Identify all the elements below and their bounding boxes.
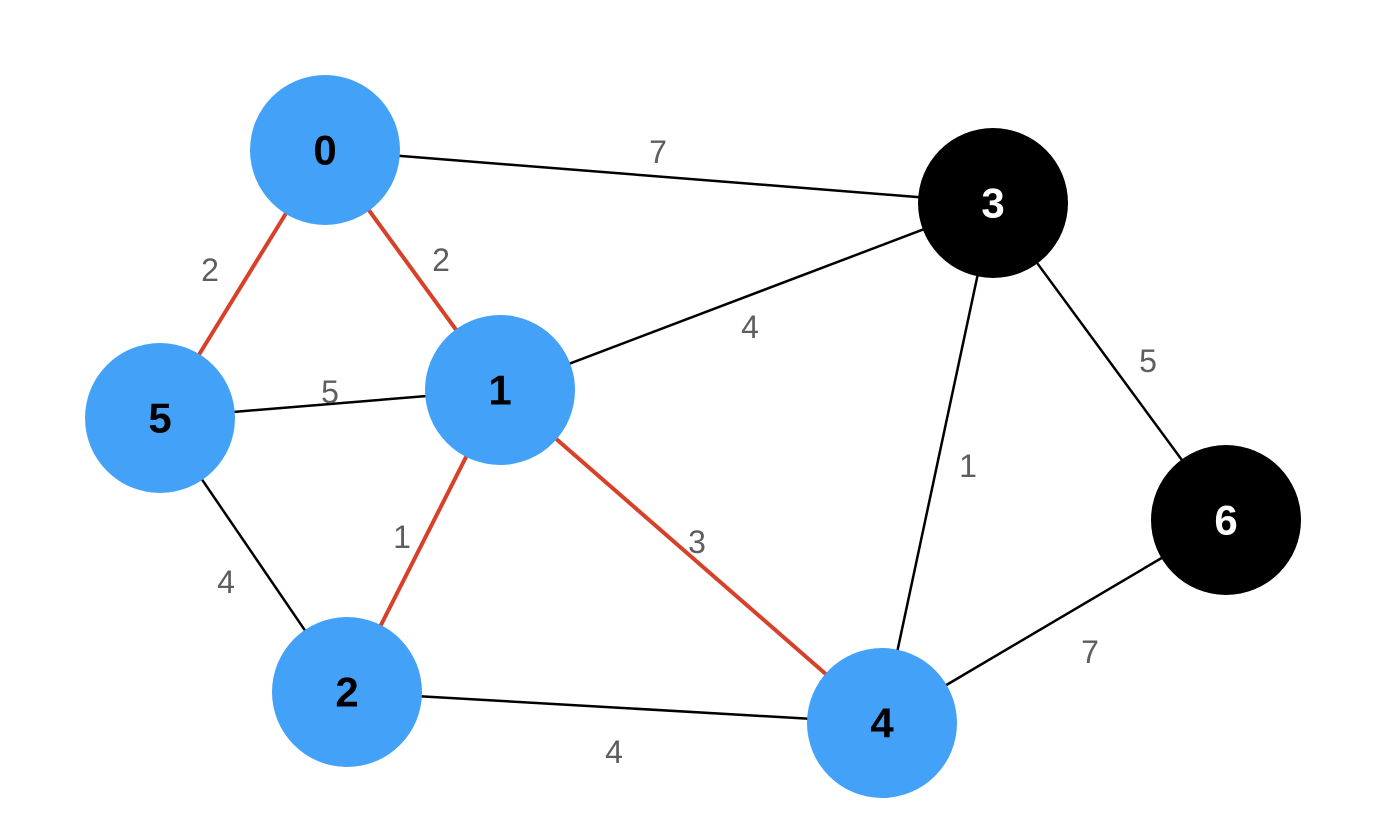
edge-weight-5-1: 5 <box>321 374 339 410</box>
node-3[interactable]: 3 <box>918 128 1068 278</box>
edge-weight-5-2: 4 <box>217 564 235 600</box>
node-5-circle <box>85 343 235 493</box>
edge-1-2-selected <box>378 454 469 628</box>
node-5-label: 5 <box>148 395 171 442</box>
edge-5-1 <box>233 394 427 414</box>
node-6-label: 6 <box>1214 497 1237 544</box>
weights-layer: 7 2 2 4 5 1 3 4 4 1 5 7 <box>201 134 1157 770</box>
edge-weight-3-6: 5 <box>1139 343 1157 379</box>
edge-3-4 <box>896 275 979 651</box>
node-2[interactable]: 2 <box>272 617 422 767</box>
node-6[interactable]: 6 <box>1151 445 1301 595</box>
edge-4-6 <box>945 556 1163 687</box>
node-5[interactable]: 5 <box>85 343 235 493</box>
edge-5-2 <box>201 478 306 632</box>
edge-0-1-selected <box>367 208 458 332</box>
edges-layer <box>197 154 1183 720</box>
node-2-circle <box>272 617 422 767</box>
nodes-layer: 0 1 2 3 4 5 6 <box>85 75 1301 798</box>
node-6-circle <box>1151 445 1301 595</box>
node-3-circle <box>918 128 1068 278</box>
edge-1-3 <box>568 228 925 365</box>
node-2-label: 2 <box>335 669 358 716</box>
node-4-label: 4 <box>870 700 894 747</box>
edge-1-4-selected <box>554 437 828 676</box>
node-4-circle <box>807 648 957 798</box>
edge-weight-1-2: 1 <box>393 519 411 555</box>
edge-weight-0-3: 7 <box>649 134 667 170</box>
node-0-label: 0 <box>313 127 336 174</box>
edge-0-3 <box>398 154 920 199</box>
edge-weight-0-5: 2 <box>201 252 219 288</box>
edge-2-4 <box>420 695 809 720</box>
edge-weight-1-3: 4 <box>741 309 759 345</box>
node-1-circle <box>425 315 575 465</box>
node-1-label: 1 <box>488 367 511 414</box>
node-0[interactable]: 0 <box>250 75 400 225</box>
node-0-circle <box>250 75 400 225</box>
node-3-label: 3 <box>981 180 1004 227</box>
edge-weight-2-4: 4 <box>605 734 623 770</box>
edge-weight-1-4: 3 <box>688 524 706 560</box>
edge-3-6 <box>1036 262 1183 461</box>
edge-weight-0-1: 2 <box>432 242 450 278</box>
node-4[interactable]: 4 <box>807 648 957 798</box>
edge-weight-3-4: 1 <box>959 448 977 484</box>
node-1[interactable]: 1 <box>425 315 575 465</box>
edge-weight-4-6: 7 <box>1081 634 1099 670</box>
edge-0-5-selected <box>197 211 288 357</box>
